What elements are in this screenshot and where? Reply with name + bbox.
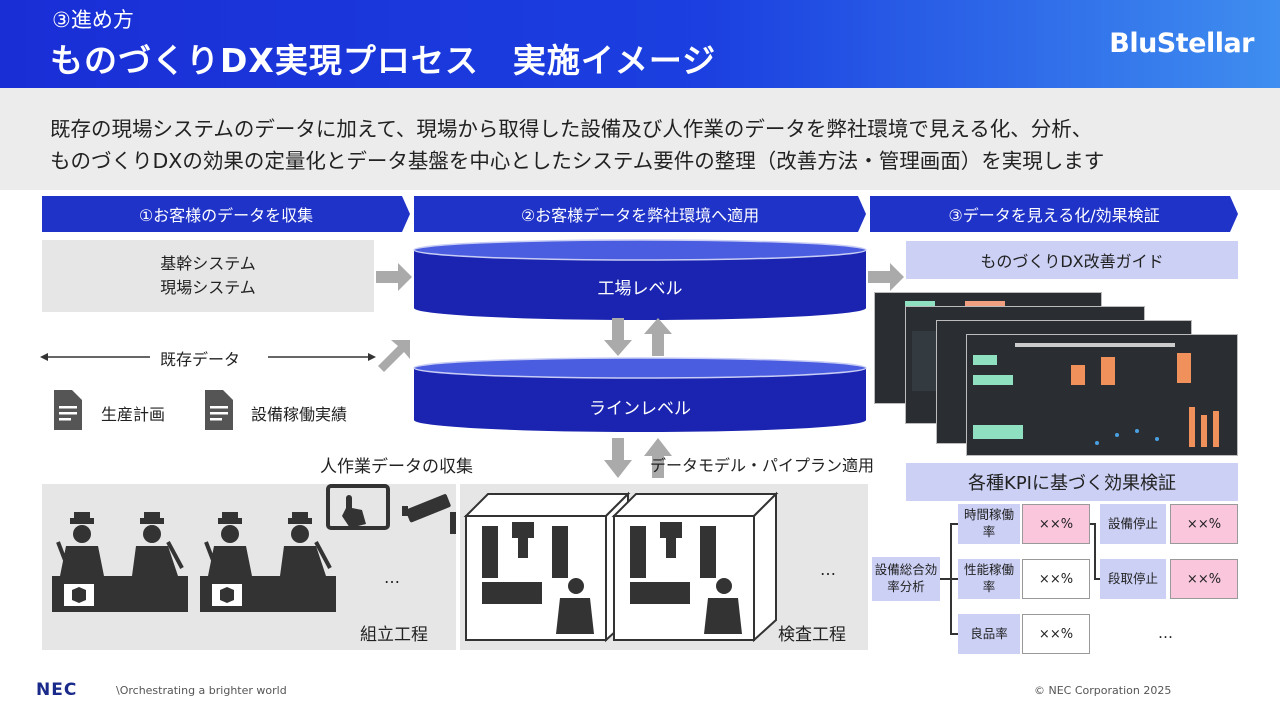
stop-label-setup: 段取停止 (1100, 559, 1166, 599)
connector (1094, 578, 1100, 580)
intro-band (0, 88, 1280, 190)
connector (950, 523, 958, 525)
assembly-label: 組立工程 (360, 625, 428, 645)
sync-arrows-icon (604, 318, 672, 356)
connector (1094, 523, 1096, 579)
kpi-value-time: ××% (1022, 504, 1090, 544)
header-banner (0, 0, 1280, 88)
kpi-title-box: 各種KPIに基づく効果検証 (906, 463, 1238, 501)
document-icon (205, 390, 233, 430)
copyright: © NEC Corporation 2025 (1034, 684, 1172, 697)
arrow-diagonal-icon (378, 340, 410, 372)
assembly-ellipsis: … (384, 568, 400, 587)
workers-icon (200, 512, 336, 612)
sync-arrows-icon (604, 438, 672, 478)
doc-label-plan: 生産計画 (101, 405, 166, 424)
kpi-label-performance: 性能稼働率 (958, 559, 1020, 599)
doc-label-operation: 設備稼働実績 (251, 405, 348, 424)
kpi-value-performance: ××% (1022, 559, 1090, 599)
step-2-header: ②お客様データを弊社環境へ適用 (414, 196, 866, 232)
intro-line-2: ものづくりDXの効果の定量化とデータ基盤を中心としたシステム要件の整理（改善方法… (50, 149, 1105, 173)
factory-level-label: 工場レベル (597, 279, 683, 299)
nec-logo: NEC (36, 680, 78, 700)
connector (950, 633, 958, 635)
arrow-right-icon (376, 263, 412, 291)
inspection-ellipsis: … (820, 560, 836, 579)
tagline: \Orchestrating a brighter world (116, 684, 287, 697)
connector (950, 578, 958, 580)
intro-line-1: 既存の現場システムのデータに加えて、現場から取得した設備及び人作業のデータを弊社… (50, 117, 1093, 141)
systems-line-2: 現場システム (160, 278, 256, 297)
connector (1090, 523, 1094, 525)
stop-value-equipment: ××% (1170, 504, 1238, 544)
existing-data-label: 既存データ (160, 350, 241, 369)
oee-label: 設備総合効率分析 (872, 557, 940, 601)
kpi-label-time: 時間稼働率 (958, 504, 1020, 544)
improvement-guide-box: ものづくりDX改善ガイド (906, 241, 1238, 279)
kpi-value-quality: ××% (1022, 614, 1090, 654)
tablet-camera-icon (326, 484, 456, 534)
model-apply-label: データモデル・パイプラン適用 (650, 456, 875, 475)
data-platform-cylinders (413, 239, 867, 432)
inspection-machine-icon (463, 491, 779, 643)
dashboard-screenshot (966, 334, 1238, 456)
step-3-header: ③データを見える化/効果検証 (870, 196, 1238, 232)
stop-value-setup: ××% (1170, 559, 1238, 599)
step-1-header: ①お客様のデータを収集 (42, 196, 410, 232)
existing-data-arrow (40, 353, 376, 361)
connector (940, 578, 950, 580)
brand-logo: BluStellar (1109, 28, 1254, 59)
systems-line-1: 基幹システム (160, 254, 256, 273)
stop-label-equipment: 設備停止 (1100, 504, 1166, 544)
kpi-ellipsis: … (1158, 624, 1173, 642)
inspection-label: 検査工程 (778, 625, 846, 645)
arrow-right-icon (868, 263, 904, 291)
human-data-label: 人作業データの収集 (320, 457, 473, 477)
page-title: ものづくりDX実現プロセス 実施イメージ (50, 41, 717, 80)
section-subtitle: ③進め方 (52, 8, 134, 32)
line-level-label: ラインレベル (589, 399, 691, 419)
kpi-label-quality: 良品率 (958, 614, 1020, 654)
document-icon (54, 390, 82, 430)
workers-icon (52, 512, 188, 612)
systems-box: 基幹システム 現場システム (42, 240, 374, 312)
